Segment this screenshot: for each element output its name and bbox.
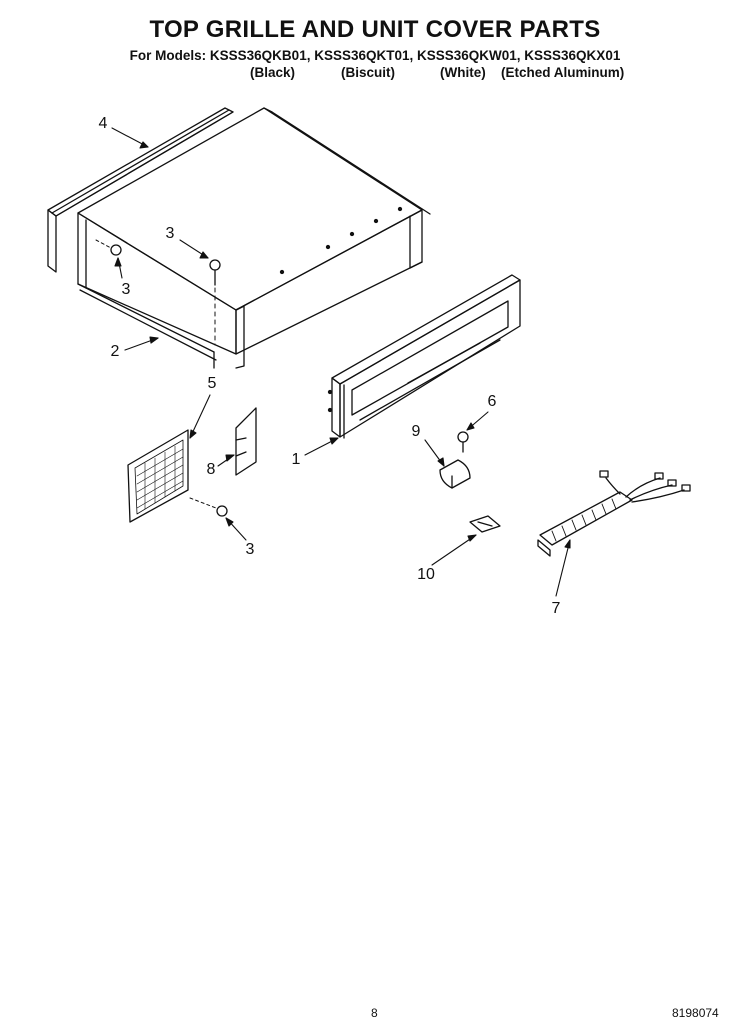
callout-2: 2 xyxy=(110,343,120,360)
variant-etched-aluminum: (Etched Aluminum) xyxy=(501,65,625,80)
screw-3-upper xyxy=(209,259,221,346)
part-4-rear-strip xyxy=(47,107,234,273)
callout-3-upper: 3 xyxy=(165,225,175,242)
part-9-clip xyxy=(439,459,471,489)
callout-1: 1 xyxy=(291,451,301,468)
part-6-screw xyxy=(457,431,469,453)
callout-7: 7 xyxy=(551,600,561,617)
variant-biscuit: (Biscuit) xyxy=(341,65,395,80)
part-10-small-bracket xyxy=(469,515,501,533)
leader-lines xyxy=(111,127,571,597)
callout-9: 9 xyxy=(411,423,421,440)
variant-white: (White) xyxy=(440,65,486,80)
screw-3-left xyxy=(95,239,122,256)
part-5-grille xyxy=(127,429,189,523)
page-title: TOP GRILLE AND UNIT COVER PARTS xyxy=(149,16,601,43)
callout-3-left: 3 xyxy=(121,281,131,298)
callout-8: 8 xyxy=(206,461,216,478)
callout-6: 6 xyxy=(487,393,497,410)
part-8-bracket xyxy=(235,407,257,476)
callout-4: 4 xyxy=(98,115,108,132)
part-7-wire-harness xyxy=(537,470,691,557)
part-2-unit-cover xyxy=(77,107,431,369)
variant-black: (Black) xyxy=(250,65,296,80)
page-number: 8 xyxy=(371,1006,378,1020)
screw-3-lower xyxy=(189,497,228,517)
document-number: 8198074 xyxy=(672,1006,719,1020)
callout-3-lower: 3 xyxy=(245,541,255,558)
callout-5: 5 xyxy=(207,375,217,392)
models-line: For Models: KSSS36QKB01, KSSS36QKT01, KS… xyxy=(129,48,621,63)
part-1-front-frame xyxy=(327,274,521,439)
callout-10: 10 xyxy=(417,566,435,583)
